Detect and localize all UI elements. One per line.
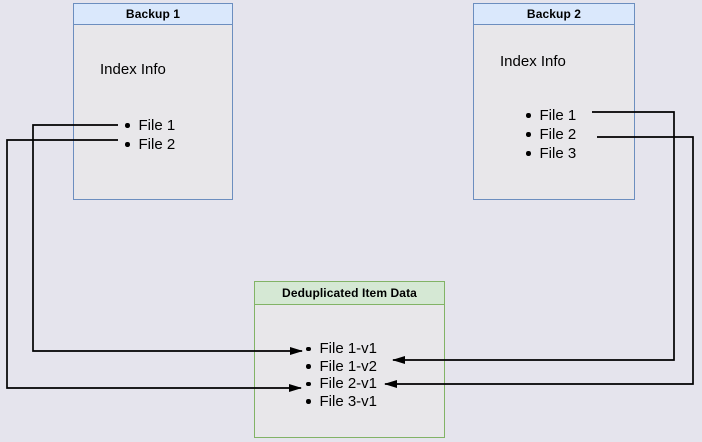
list-item-label: File 2-v1 <box>319 375 378 393</box>
bullet-icon <box>526 151 531 156</box>
list-item: File 3-v1 <box>306 393 377 411</box>
backup-2-title: Backup 2 <box>526 6 582 21</box>
list-item-label: File 2 <box>138 136 176 153</box>
bullet-icon <box>125 142 130 147</box>
list-item-label: File 3-v1 <box>319 392 378 410</box>
list-item: File 2-v1 <box>306 375 377 393</box>
list-item-label: File 1 <box>539 107 577 124</box>
bullet-icon <box>306 364 311 369</box>
backup-1-header: Backup 1 <box>74 4 232 25</box>
backup-1-title: Backup 1 <box>125 6 181 21</box>
backup-2-header: Backup 2 <box>474 4 634 25</box>
backup-2-file-list: File 1 File 2 File 3 <box>526 106 576 163</box>
list-item-label: File 1-v1 <box>319 340 378 358</box>
list-item-label: File 2 <box>539 126 577 143</box>
list-item: File 1-v1 <box>306 340 377 358</box>
bullet-icon <box>125 123 130 128</box>
list-item-label: File 1-v2 <box>319 357 378 375</box>
list-item: File 2 <box>125 135 175 154</box>
bullet-icon <box>306 381 311 386</box>
bullet-icon <box>526 132 531 137</box>
list-item: File 1-v2 <box>306 358 377 376</box>
bullet-icon <box>306 346 311 351</box>
list-item-label: File 3 <box>539 145 577 162</box>
list-item: File 1 <box>125 116 175 135</box>
list-item: File 3 <box>526 144 576 163</box>
backup-1-index-info-label: Index Info <box>100 61 166 78</box>
bullet-icon <box>526 113 531 118</box>
list-item: File 1 <box>526 106 576 125</box>
list-item: File 2 <box>526 125 576 144</box>
bullet-icon <box>306 399 311 404</box>
dedup-title: Deduplicated Item Data <box>282 286 417 300</box>
backup-1-box: Backup 1 <box>73 3 233 200</box>
list-item-label: File 1 <box>138 117 176 134</box>
backup-2-box: Backup 2 <box>473 3 635 200</box>
backup-1-file-list: File 1 File 2 <box>125 116 175 154</box>
dedup-item-list: File 1-v1 File 1-v2 File 2-v1 File 3-v1 <box>306 340 377 410</box>
backup-2-index-info-label: Index Info <box>500 53 566 70</box>
dedup-header: Deduplicated Item Data <box>255 282 444 305</box>
